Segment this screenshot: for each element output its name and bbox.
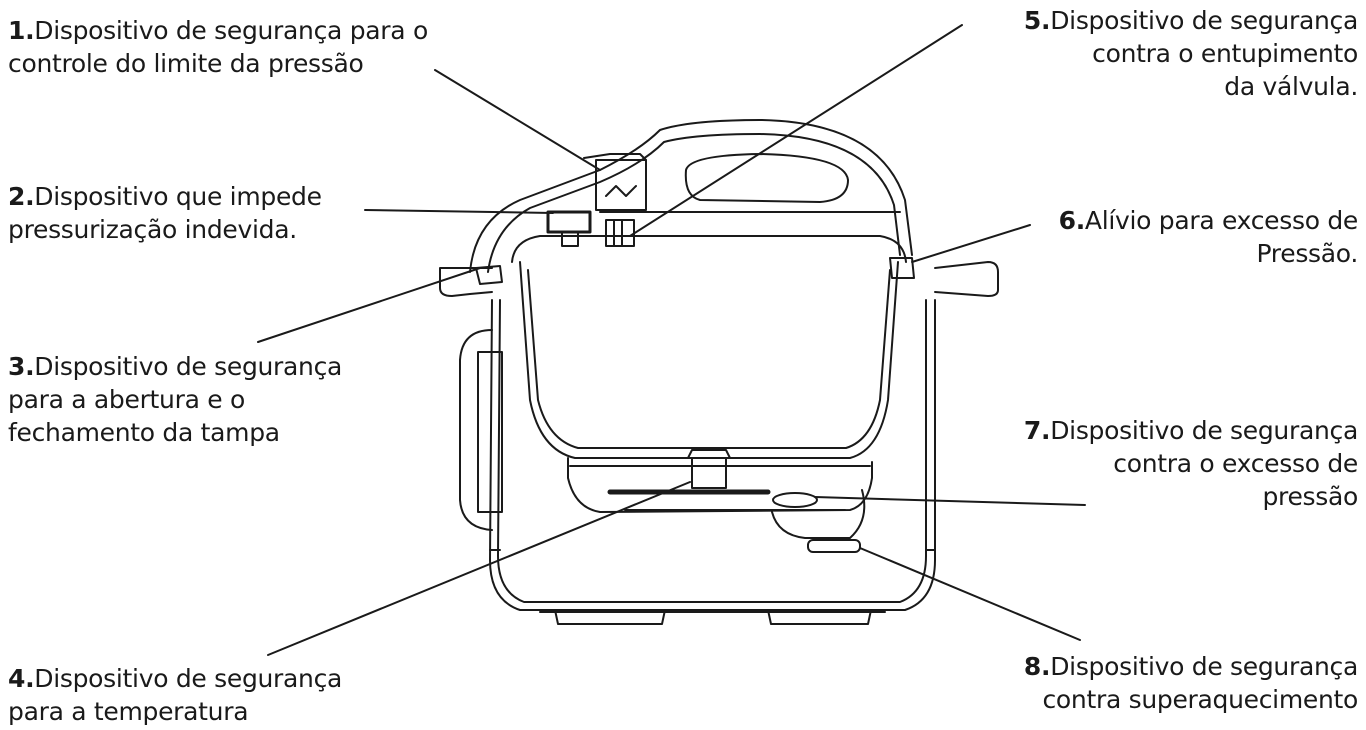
leader-lines <box>258 25 1085 655</box>
pressure-switch <box>773 493 817 507</box>
leader-line-8 <box>860 548 1080 640</box>
label-5-line-1: Dispositivo de segurança <box>1050 6 1358 35</box>
label-6-line-1: Alívio para excesso de <box>1084 206 1358 235</box>
pressure-valve <box>596 160 646 210</box>
leader-line-7 <box>815 497 1085 505</box>
leader-line-3 <box>258 268 480 342</box>
temperature-sensor <box>692 458 726 488</box>
pot-inner-wall <box>528 270 890 448</box>
cooker-lid-outer <box>470 120 912 272</box>
label-3: 3.Dispositivo de segurança para a abertu… <box>8 350 342 449</box>
cooker-handle-left <box>440 268 492 296</box>
leader-line-4 <box>268 482 690 655</box>
pressure-valve-cross <box>606 186 636 196</box>
label-6-number: 6. <box>1058 206 1086 235</box>
leader-line-6 <box>912 225 1030 262</box>
label-8-line-2: contra superaquecimento <box>1042 685 1358 714</box>
anti-block-shield <box>606 220 634 246</box>
pressure-valve-top <box>584 154 646 160</box>
cooker-foot-right <box>768 610 871 624</box>
label-3-line-1: Dispositivo de segurança <box>34 352 343 381</box>
label-5: 5.Dispositivo de segurança contra o entu… <box>1024 4 1358 103</box>
float-valve <box>548 212 590 232</box>
label-8-number: 8. <box>1023 652 1051 681</box>
label-5-line-3: da válvula. <box>1224 72 1358 101</box>
cooker-handle-right <box>935 262 998 296</box>
label-7-line-3: pressão <box>1262 482 1358 511</box>
label-7: 7.Dispositivo de segurança contra o exce… <box>1024 414 1358 513</box>
label-7-number: 7. <box>1023 416 1051 445</box>
temperature-sensor-cap <box>688 450 730 458</box>
inner-pot <box>520 262 898 458</box>
label-1-line-1: Dispositivo de segurança para o <box>34 16 428 45</box>
label-4-number: 4. <box>8 664 35 693</box>
lid-lock-left <box>476 266 502 284</box>
label-2-line-2: pressurização indevida. <box>8 215 297 244</box>
water-collector-window <box>478 352 502 512</box>
lid-handle <box>686 154 848 202</box>
pressure-cooker-illustration <box>440 120 998 624</box>
label-6-line-2: Pressão. <box>1256 239 1358 268</box>
cooker-body-inner-line <box>498 300 926 602</box>
label-4: 4.Dispositivo de segurança para a temper… <box>8 662 342 728</box>
label-6: 6.Alívio para excesso de Pressão. <box>1058 204 1359 270</box>
label-3-line-3: fechamento da tampa <box>8 418 280 447</box>
float-valve-stem <box>562 232 578 246</box>
label-1-line-2: controle do limite da pressão <box>8 49 364 78</box>
overheat-fuse <box>808 540 860 552</box>
label-5-number: 5. <box>1023 6 1051 35</box>
cooker-outer-body <box>490 300 935 610</box>
label-2: 2.Dispositivo que impede pressurização i… <box>8 180 322 246</box>
overheat-bracket <box>772 490 864 538</box>
label-1: 1.Dispositivo de segurança para o contro… <box>8 14 428 80</box>
label-3-number: 3. <box>8 352 35 381</box>
label-5-line-2: contra o entupimento <box>1092 39 1358 68</box>
leader-line-5 <box>630 25 962 236</box>
inner-pot-rim <box>512 236 906 262</box>
label-2-number: 2. <box>8 182 35 211</box>
cooker-lid-inner <box>488 134 900 272</box>
label-4-line-2: para a temperatura <box>8 697 249 726</box>
label-7-line-2: contra o excesso de <box>1113 449 1358 478</box>
label-4-line-1: Dispositivo de segurança <box>34 664 343 693</box>
label-1-number: 1. <box>8 16 35 45</box>
label-3-line-2: para a abertura e o <box>8 385 245 414</box>
cooker-foot-left <box>555 610 665 624</box>
label-8: 8.Dispositivo de segurança contra supera… <box>1024 650 1358 716</box>
label-7-line-1: Dispositivo de segurança <box>1050 416 1358 445</box>
lid-lock-right <box>890 258 914 278</box>
label-2-line-1: Dispositivo que impede <box>34 182 322 211</box>
label-8-line-1: Dispositivo de segurança <box>1050 652 1358 681</box>
leader-line-1 <box>435 70 600 170</box>
water-collector <box>460 330 492 530</box>
leader-line-2 <box>365 210 553 213</box>
